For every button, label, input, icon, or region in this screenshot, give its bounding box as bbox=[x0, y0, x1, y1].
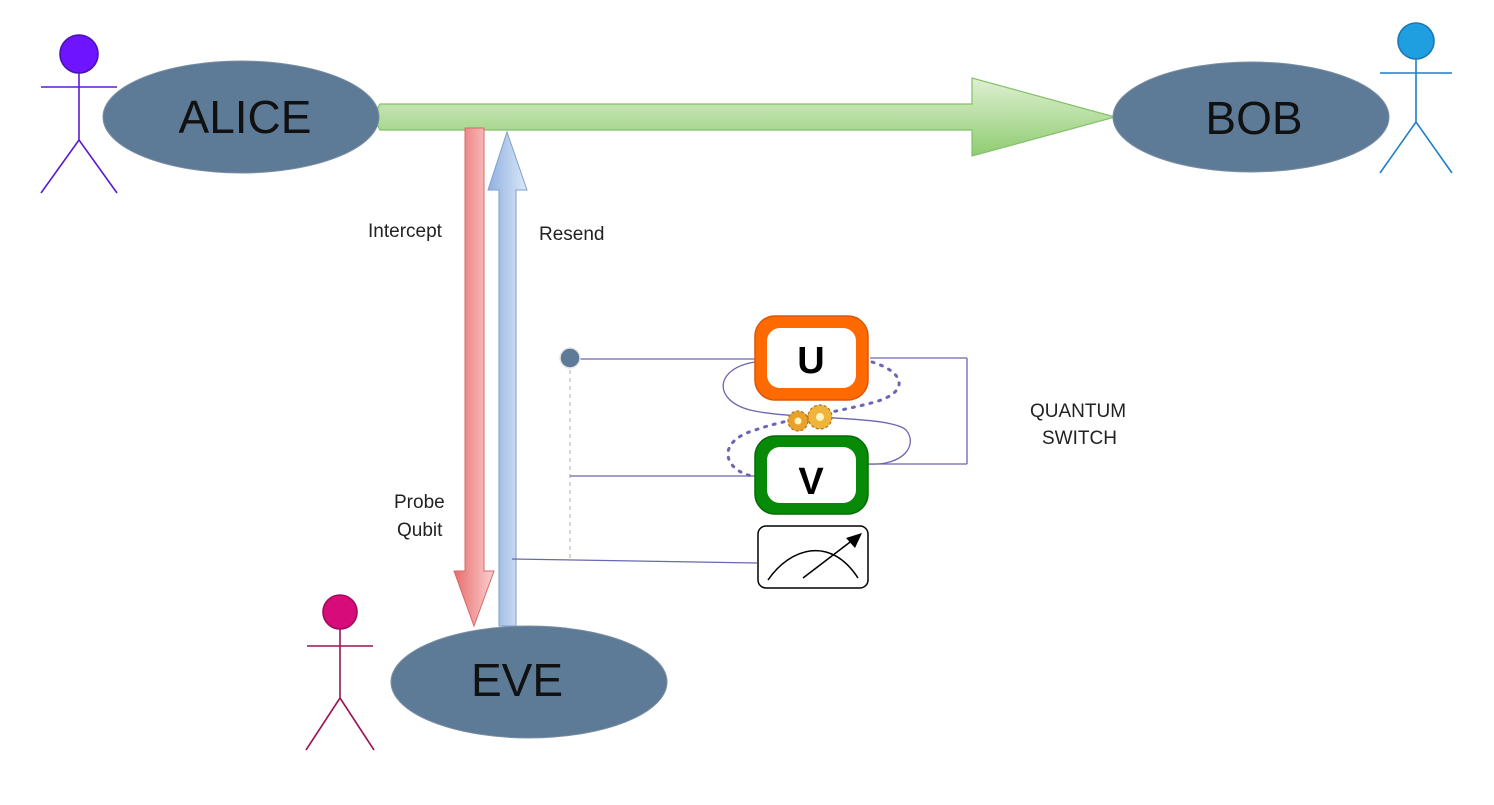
alice-actor-icon bbox=[40, 34, 118, 194]
quantum-switch-circuit bbox=[511, 357, 968, 564]
eve-actor-icon bbox=[305, 594, 375, 751]
gate-u-label: U bbox=[797, 340, 824, 382]
bob-label: BOB bbox=[1205, 92, 1302, 144]
measurement-meter-icon bbox=[757, 525, 869, 589]
quantum-switch-label-line2: SWITCH bbox=[1042, 428, 1117, 449]
gate-u: U bbox=[754, 315, 869, 401]
resend-label: Resend bbox=[539, 224, 605, 245]
eve-node: EVE bbox=[390, 625, 668, 739]
gate-v-label: V bbox=[798, 461, 824, 503]
gate-v: V bbox=[754, 435, 869, 515]
probe-qubit-label-line2: Qubit bbox=[397, 520, 443, 541]
probe-qubit-label-line1: Probe bbox=[394, 492, 445, 513]
control-node bbox=[559, 347, 581, 369]
intercept-arrow bbox=[453, 127, 495, 628]
eve-label: EVE bbox=[471, 654, 563, 706]
bob-node: BOB bbox=[1112, 61, 1390, 173]
quantum-switch-label-line1: QUANTUM bbox=[1030, 401, 1126, 422]
alice-node: ALICE bbox=[102, 60, 380, 174]
bob-actor-icon bbox=[1379, 22, 1453, 174]
resend-arrow bbox=[487, 130, 528, 627]
intercept-label: Intercept bbox=[368, 221, 443, 242]
gears-icon bbox=[787, 404, 833, 432]
alice-bob-channel-arrow bbox=[375, 77, 1118, 157]
alice-label: ALICE bbox=[179, 91, 312, 143]
